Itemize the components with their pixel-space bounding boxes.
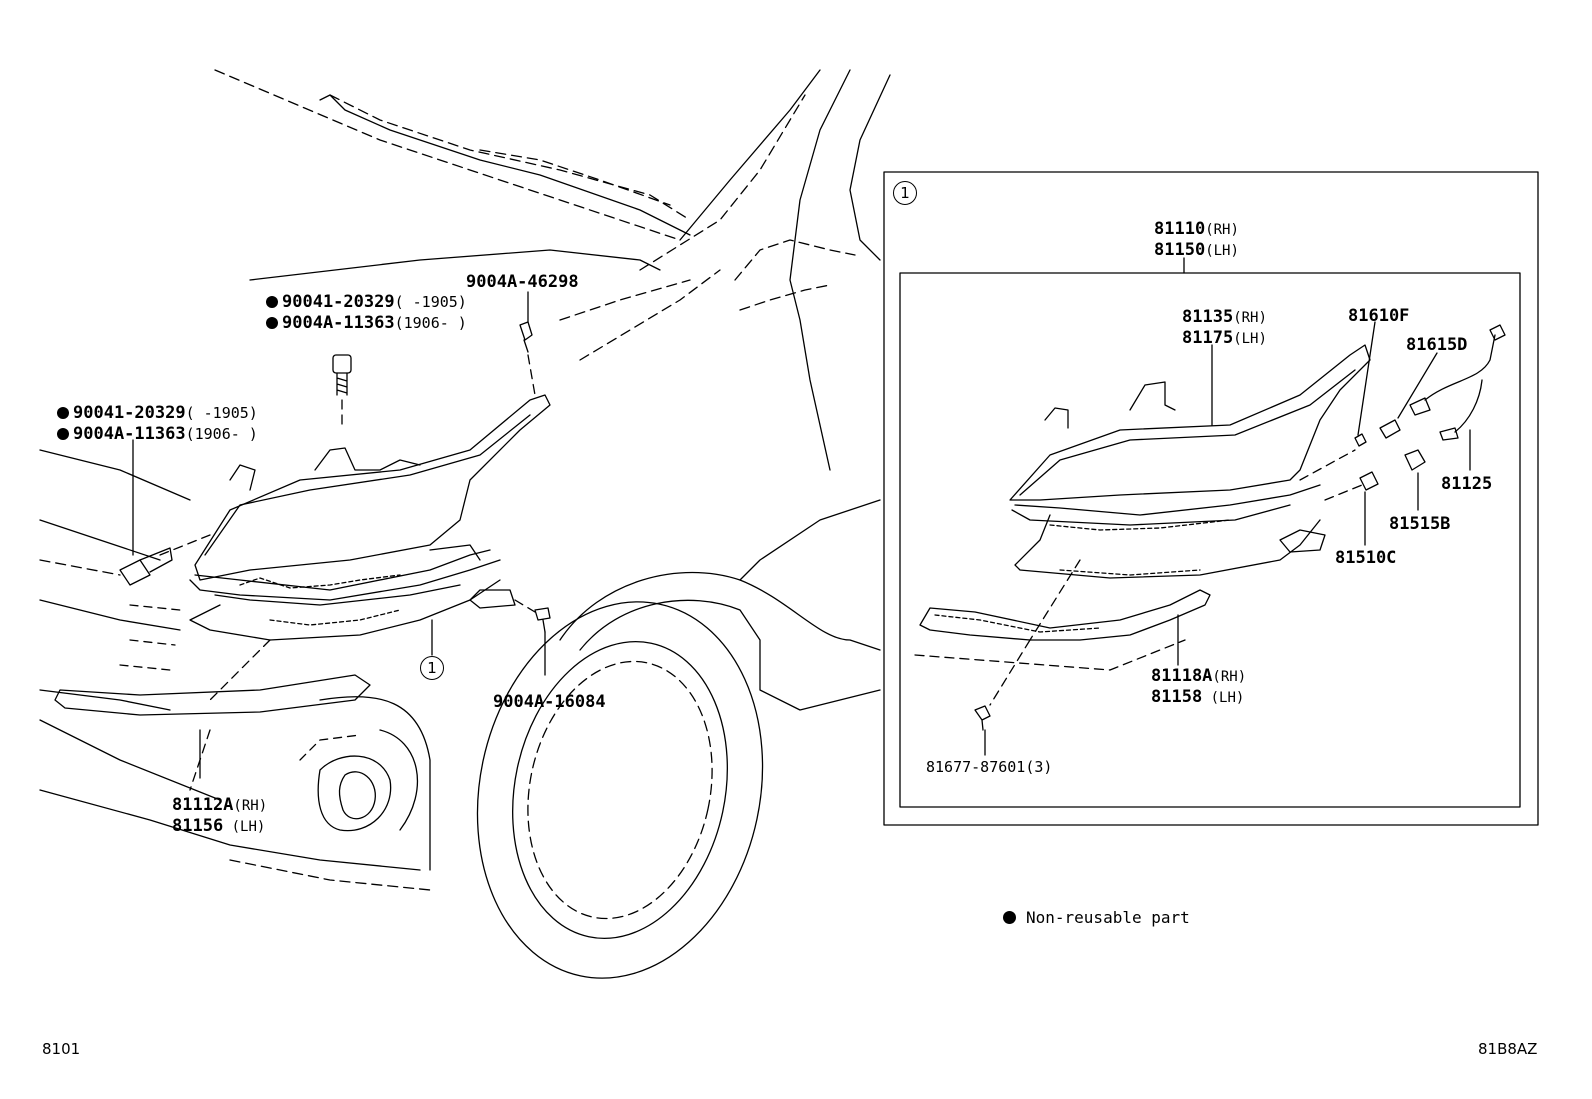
- part-label-wire: 81125: [1441, 474, 1492, 494]
- part-range: (1906- ): [185, 425, 258, 443]
- part-number: 90041-20329: [282, 292, 395, 312]
- callout-box-outer: [883, 171, 1539, 826]
- part-number: 81515B: [1389, 514, 1451, 534]
- part-number: 81615D: [1406, 335, 1468, 355]
- part-number: 9004A-46298: [466, 272, 579, 292]
- part-side: (RH): [1233, 310, 1267, 326]
- part-side: (RH): [233, 798, 268, 814]
- part-label-bolt-upper: 90041-20329( -1905): [266, 292, 467, 312]
- part-number: 81150: [1154, 240, 1206, 260]
- part-side: (RH): [1205, 222, 1239, 238]
- part-label-clip-top: 9004A-46298: [466, 272, 579, 292]
- part-range: (1906- ): [394, 314, 467, 332]
- part-side: (LH): [1233, 331, 1267, 347]
- left-fasteners: [119, 321, 551, 633]
- part-side: (RH): [1212, 669, 1247, 685]
- part-number: 90041-20329: [73, 403, 186, 423]
- part-label-bumper-strip: 81112A(RH) 81156 (LH): [172, 795, 267, 837]
- right-callout-lines: [984, 321, 1471, 756]
- part-qty: (3): [1025, 758, 1053, 776]
- part-number: 81610F: [1348, 306, 1410, 326]
- bumper-strip-drawing: [54, 674, 371, 716]
- part-label-screw: 81677-87601(3): [926, 757, 1052, 777]
- part-side: (LH): [1202, 690, 1245, 706]
- bracket-drawing: [919, 589, 1211, 641]
- part-number: 81158: [1151, 687, 1203, 707]
- callout-box-inner: [899, 272, 1521, 808]
- non-reusable-dot-icon: [57, 428, 69, 440]
- part-label-bracket: 81118A(RH) 81158 (LH): [1151, 666, 1246, 708]
- callout-marker-box: 1: [893, 181, 917, 205]
- part-label-socket: 81615D: [1406, 335, 1467, 355]
- part-label-bolt-left: 90041-20329( -1905): [57, 403, 258, 423]
- non-reusable-dot-icon: [266, 296, 278, 308]
- part-number: 9004A-16084: [493, 692, 606, 712]
- right-headlamp-drawing: [1009, 344, 1371, 579]
- part-side: (LH): [1205, 243, 1239, 259]
- legend: Non-reusable part: [1003, 908, 1190, 927]
- left-callout-lines: [132, 291, 546, 779]
- part-number: 81125: [1441, 474, 1493, 494]
- part-label-bolt-upper-alt: 9004A-11363(1906- ): [266, 313, 467, 333]
- part-number: 81112A: [172, 795, 234, 815]
- part-label-clip-bottom: 9004A-16084: [493, 692, 606, 712]
- part-number: 9004A-11363: [282, 313, 395, 333]
- part-number: 81677-87601: [926, 758, 1026, 776]
- part-number: 81118A: [1151, 666, 1213, 686]
- right-leader-lines: [914, 449, 1363, 706]
- non-reusable-dot-icon: [266, 317, 278, 329]
- car-body-outline: [39, 69, 891, 979]
- part-number: 81156: [172, 816, 224, 836]
- left-headlamp-drawing: [189, 394, 551, 641]
- part-number: 81135: [1182, 307, 1234, 327]
- part-range: ( -1905): [185, 404, 258, 422]
- part-range: ( -1905): [394, 293, 467, 311]
- part-number: 9004A-11363: [73, 424, 186, 444]
- part-label-bulb-b: 81515B: [1389, 514, 1450, 534]
- part-number: 81510C: [1335, 548, 1397, 568]
- part-number: 81110: [1154, 219, 1206, 239]
- part-label-cap: 81610F: [1348, 306, 1409, 326]
- callout-marker-left: 1: [420, 656, 444, 680]
- part-label-bolt-left-alt: 9004A-11363(1906- ): [57, 424, 258, 444]
- legend-text: Non-reusable part: [1026, 908, 1190, 927]
- part-side: (LH): [223, 819, 266, 835]
- part-label-bulb-c: 81510C: [1335, 548, 1396, 568]
- non-reusable-dot-icon: [1003, 911, 1016, 924]
- non-reusable-dot-icon: [57, 407, 69, 419]
- part-label-lens: 81135(RH) 81175(LH): [1182, 307, 1267, 349]
- figure-id: 8101: [42, 1040, 81, 1058]
- bulb-socket-wire-drawing: [974, 324, 1506, 731]
- illustration-id: 81B8AZ: [1478, 1040, 1538, 1058]
- part-label-headlamp-assy: 81110(RH) 81150(LH): [1154, 219, 1239, 261]
- part-number: 81175: [1182, 328, 1234, 348]
